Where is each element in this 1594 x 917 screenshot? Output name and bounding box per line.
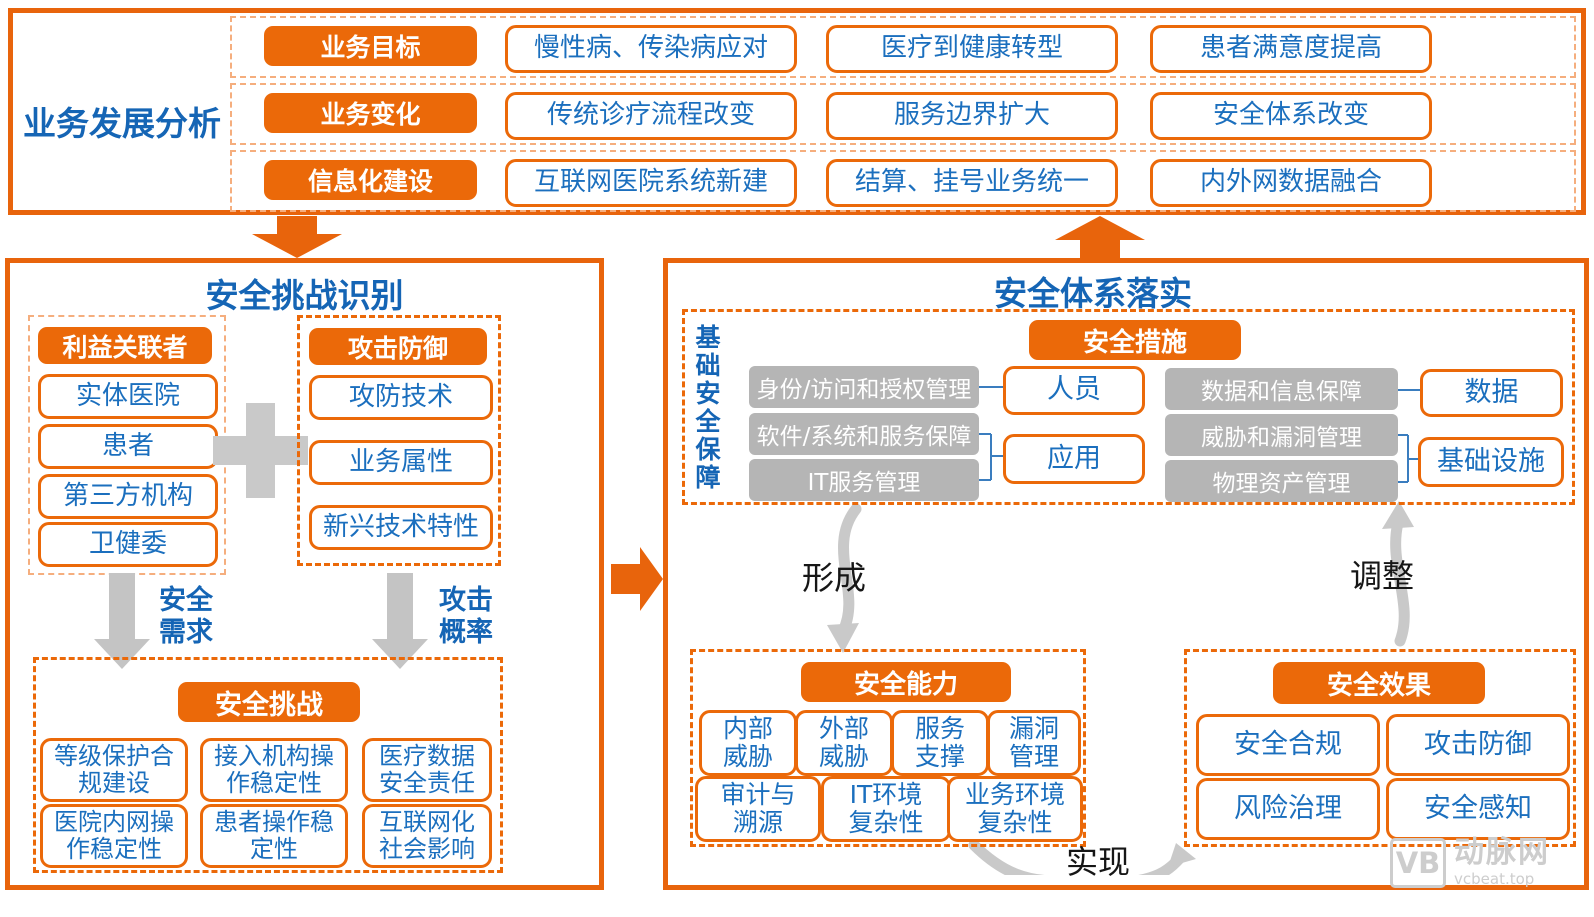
business-goal-row: 业务目标 慢性病、传染病应对 医疗到健康转型 患者满意度提高 (230, 16, 1576, 78)
stakeholder-item: 实体医院 (38, 374, 218, 419)
attack-defense-group: 攻击防御 攻防技术 业务属性 新兴技术特性 (297, 315, 501, 566)
threat-vuln-box: 威胁和漏洞管理 (1165, 414, 1398, 456)
realize-label: 实现 (1066, 843, 1131, 881)
attack-defense-item: 攻防技术 (309, 375, 493, 420)
effect-item: 安全合规 (1196, 714, 1380, 776)
attack-defense-item: 新兴技术特性 (309, 505, 493, 550)
business-goal-item: 患者满意度提高 (1150, 25, 1432, 73)
business-change-item: 安全体系改变 (1150, 92, 1432, 140)
data-box: 数据 (1420, 369, 1563, 417)
business-analysis-title: 业务发展分析 (23, 104, 221, 143)
foundation-security-group: 基础安全保障 安全措施 身份/访问和授权管理 软件/系统和服务保障 IT服务管理… (682, 309, 1575, 505)
implementation-panel: 安全体系落实 基础安全保障 安全措施 身份/访问和授权管理 软件/系统和服务保障… (663, 258, 1589, 890)
effect-item: 风险治理 (1196, 778, 1380, 840)
security-effect-group: 安全效果 安全合规 攻击防御 风险治理 安全感知 (1184, 649, 1576, 847)
up-arrow-icon (1055, 216, 1145, 258)
infrastructure-box: 基础设施 (1418, 437, 1564, 487)
informatization-item: 互联网医院系统新建 (505, 159, 797, 207)
capability-item: IT环境 复杂性 (821, 776, 951, 842)
business-goal-item: 医疗到健康转型 (826, 25, 1118, 73)
vb-logo-icon: VB (1390, 838, 1446, 888)
capability-item: 业务环境 复杂性 (947, 776, 1083, 842)
stakeholder-item: 第三方机构 (38, 474, 218, 519)
security-capability-header: 安全能力 (801, 662, 1011, 702)
business-change-row: 业务变化 传统诊疗流程改变 服务边界扩大 安全体系改变 (230, 83, 1576, 145)
flow-arrows (827, 501, 1414, 875)
challenge-panel-title: 安全挑战识别 (205, 276, 404, 315)
application-box: 应用 (1003, 434, 1145, 484)
stakeholder-item: 患者 (38, 424, 218, 469)
attack-defense-header: 攻击防御 (309, 328, 487, 365)
challenge-item: 接入机构操 作稳定性 (200, 738, 348, 802)
challenge-item: 医疗数据 安全责任 (362, 738, 492, 802)
software-service-box: 软件/系统和服务保障 (749, 413, 979, 455)
row-label-informatization: 信息化建设 (264, 160, 477, 200)
security-need-label: 安全 需求 (159, 585, 213, 649)
form-label: 形成 (802, 559, 867, 597)
physical-asset-box: 物理资产管理 (1165, 460, 1398, 502)
stakeholder-item: 卫健委 (38, 522, 218, 567)
down-arrow-icon (252, 216, 342, 258)
security-need-arrow-icon (94, 573, 150, 669)
implementation-panel-title: 安全体系落实 (994, 274, 1192, 313)
challenge-item: 医院内网操 作稳定性 (40, 804, 188, 868)
informatization-item: 结算、挂号业务统一 (826, 159, 1118, 207)
capability-item: 服务 支撑 (891, 710, 989, 776)
informatization-item: 内外网数据融合 (1150, 159, 1432, 207)
adjust-arrow-icon (1390, 517, 1410, 647)
watermark: VB 动脉网 vcbeat.top (1390, 838, 1550, 888)
watermark-name: 动脉网 (1454, 835, 1550, 870)
business-analysis-panel: 业务发展分析 业务目标 慢性病、传染病应对 医疗到健康转型 患者满意度提高 业务… (8, 8, 1586, 215)
security-challenge-group: 安全挑战 等级保护合 规建设 接入机构操 作稳定性 医疗数据 安全责任 医院内网… (33, 657, 503, 873)
attack-defense-item: 业务属性 (309, 440, 493, 485)
challenge-item: 互联网化 社会影响 (362, 804, 492, 868)
foundation-label: 基础安全保障 (692, 324, 721, 492)
personnel-box: 人员 (1003, 366, 1145, 415)
effect-item: 安全感知 (1386, 778, 1570, 840)
realize-arrow-tail-icon (968, 839, 1045, 875)
capability-item: 漏洞 管理 (987, 710, 1081, 776)
security-measures-header: 安全措施 (1029, 320, 1241, 360)
informatization-row: 信息化建设 互联网医院系统新建 结算、挂号业务统一 内外网数据融合 (230, 150, 1576, 212)
business-change-item: 服务边界扩大 (826, 92, 1118, 140)
capability-item: 内部 威胁 (699, 710, 797, 776)
security-challenge-header: 安全挑战 (178, 682, 360, 722)
business-goal-item: 慢性病、传染病应对 (505, 25, 797, 73)
right-arrow-icon (611, 547, 663, 611)
challenge-item: 患者操作稳 定性 (200, 804, 348, 868)
row-label-business-goal: 业务目标 (264, 26, 477, 66)
security-effect-header: 安全效果 (1273, 662, 1485, 704)
form-arrow-icon (837, 503, 862, 637)
row-label-business-change: 业务变化 (264, 93, 477, 133)
plus-icon (213, 403, 308, 498)
watermark-site: vcbeat.top (1454, 870, 1535, 888)
security-capability-group: 安全能力 内部 威胁 外部 威胁 服务 支撑 漏洞 管理 审计与 溯源 IT环境… (690, 649, 1086, 847)
it-service-box: IT服务管理 (749, 459, 979, 501)
capability-item: 外部 威胁 (795, 710, 893, 776)
effect-item: 攻击防御 (1386, 714, 1570, 776)
data-info-box: 数据和信息保障 (1165, 368, 1398, 410)
connector-lines (979, 386, 1420, 483)
stakeholders-group: 利益关联者 实体医院 患者 第三方机构 卫健委 (28, 315, 226, 575)
business-change-item: 传统诊疗流程改变 (505, 92, 797, 140)
stakeholders-header: 利益关联者 (38, 327, 212, 364)
attack-probability-label: 攻击 概率 (439, 585, 493, 649)
challenge-item: 等级保护合 规建设 (40, 738, 188, 802)
challenge-identification-panel: 安全挑战识别 利益关联者 实体医院 患者 第三方机构 卫健委 攻击防御 攻防技术… (5, 258, 604, 890)
capability-item: 审计与 溯源 (695, 776, 821, 842)
adjust-label: 调整 (1350, 557, 1415, 595)
identity-access-box: 身份/访问和授权管理 (749, 366, 979, 408)
attack-probability-arrow-icon (372, 573, 428, 669)
